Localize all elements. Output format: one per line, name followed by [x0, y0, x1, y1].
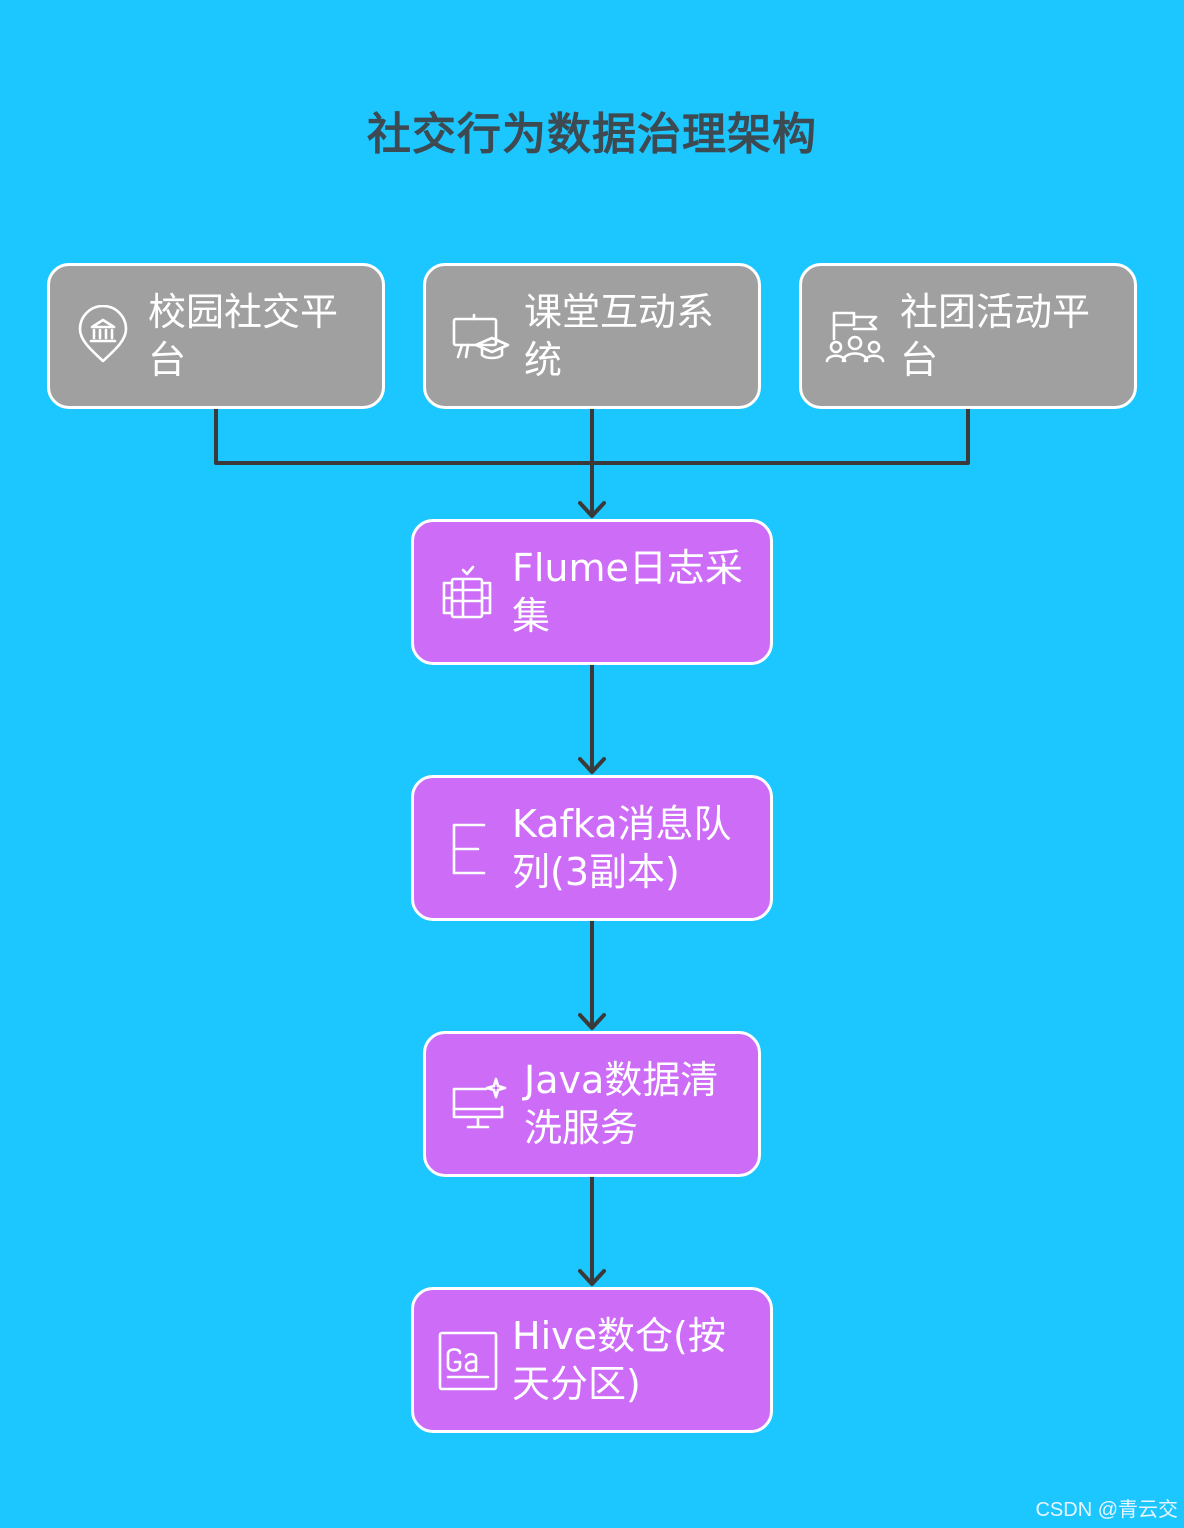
connector-source-1	[214, 406, 594, 465]
pipeline-label: Hive数仓(按天分区)	[512, 1314, 726, 1406]
kafka-letter-icon	[436, 817, 498, 879]
source-node-campus-social: 校园社交平台	[47, 263, 385, 409]
bank-location-icon	[72, 305, 134, 367]
arrowhead-3	[578, 1013, 606, 1030]
pipeline-label: Java数据清洗服务	[524, 1058, 719, 1150]
connector-source-3	[590, 406, 970, 465]
source-node-club-activity: 社团活动平台	[799, 263, 1137, 409]
arrowhead-4	[578, 1269, 606, 1286]
log-collector-icon	[436, 561, 498, 623]
arrowhead-2	[578, 757, 606, 774]
pipeline-node-java: Java数据清洗服务	[423, 1031, 761, 1177]
source-label: 课堂互动系统	[524, 290, 715, 382]
flag-group-icon	[824, 305, 886, 367]
pipeline-node-hive: Hive数仓(按天分区)	[411, 1287, 773, 1433]
monitor-sparkle-icon	[448, 1073, 510, 1135]
source-label: 社团活动平台	[900, 290, 1091, 382]
pipeline-node-kafka: Kafka消息队列(3副本)	[411, 775, 773, 921]
arrowhead-1	[578, 501, 606, 518]
watermark: CSDN @青云交	[1035, 1499, 1178, 1521]
source-node-classroom: 课堂互动系统	[423, 263, 761, 409]
pipeline-label: Flume日志采集	[512, 546, 743, 638]
classroom-graduation-icon	[448, 305, 510, 367]
ga-square-icon	[436, 1329, 498, 1391]
source-label: 校园社交平台	[148, 290, 339, 382]
pipeline-label: Kafka消息队列(3副本)	[512, 802, 732, 894]
diagram-title: 社交行为数据治理架构	[367, 109, 817, 160]
pipeline-node-flume: Flume日志采集	[411, 519, 773, 665]
